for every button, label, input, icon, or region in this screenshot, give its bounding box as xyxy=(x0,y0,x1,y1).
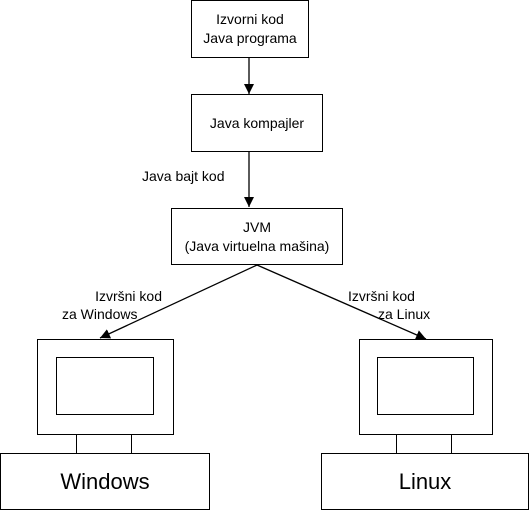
source-code-line2: Java programa xyxy=(203,30,297,46)
jvm-box: JVM (Java virtuelna mašina) xyxy=(171,208,343,265)
arrow-jvm-to-linux xyxy=(256,264,427,340)
windows-platform-label: Windows xyxy=(60,468,150,494)
linux-exec-line2: za Linux xyxy=(378,306,431,322)
bytecode-label: Java bajt kod xyxy=(142,168,225,184)
compiler-box: Java kompajler xyxy=(191,94,323,152)
linux-screen xyxy=(377,357,474,415)
windows-stand xyxy=(76,434,132,454)
windows-computer-icon xyxy=(37,339,174,454)
linux-computer-icon xyxy=(359,339,493,454)
windows-exec-line2: za Windows xyxy=(62,306,138,322)
windows-platform-box: Windows xyxy=(0,453,210,510)
linux-exec-label: Izvršni kod za Linux xyxy=(348,287,448,323)
linux-platform-label: Linux xyxy=(398,468,452,494)
windows-exec-line1: Izvršni kod xyxy=(95,288,162,304)
linux-platform-box: Linux xyxy=(321,453,529,510)
linux-stand xyxy=(396,434,452,454)
windows-screen xyxy=(56,357,154,415)
arrow-jvm-to-windows xyxy=(99,264,258,339)
jvm-line1: JVM xyxy=(243,218,271,235)
source-code-line1: Izvorni kod xyxy=(216,11,284,27)
compiler-label: Java kompajler xyxy=(209,114,305,131)
source-code-box: Izvorni kod Java programa xyxy=(191,0,309,58)
jvm-line2: (Java virtuelna mašina) xyxy=(184,237,330,254)
windows-exec-label: Izvršni kod za Windows xyxy=(62,287,162,323)
linux-exec-line1: Izvršni kod xyxy=(348,288,415,304)
